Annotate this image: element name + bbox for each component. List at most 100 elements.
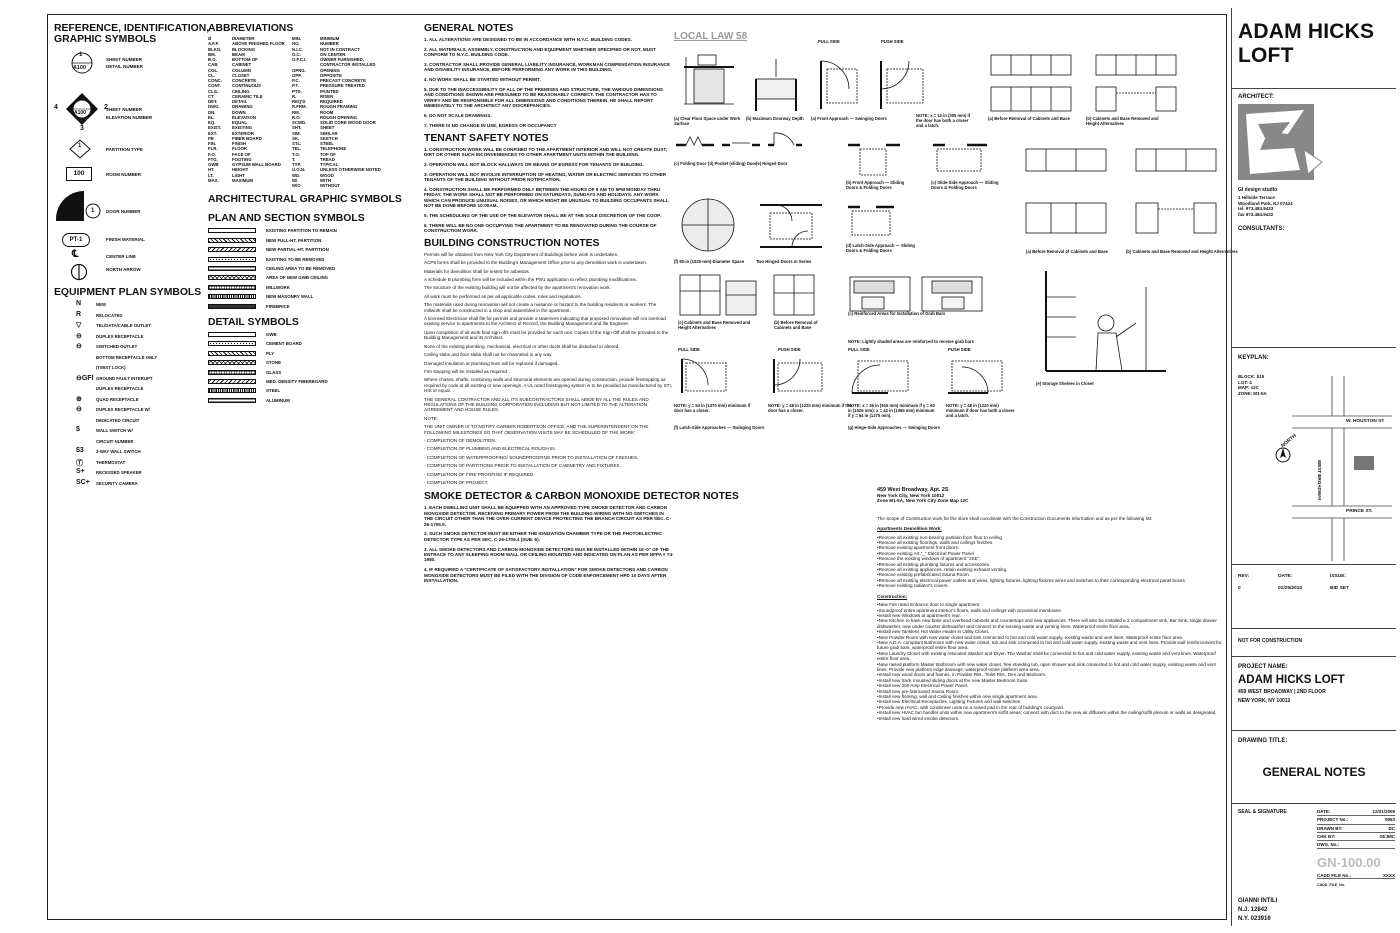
- signer-name: GIANNI INTILI: [1238, 898, 1278, 904]
- abbr-meaning: NOT IN CONTRACT: [320, 46, 360, 52]
- scope-of-work-column: 459 West Broadway, Apt. 2S New York City…: [877, 487, 1222, 721]
- abbr-meaning: EXISTING: [232, 125, 253, 131]
- abbr-meaning: DRAWING: [232, 104, 253, 110]
- legend-row: CEILING AREA TO BE REMOVED: [208, 264, 408, 273]
- abbr-code: CLG.: [208, 88, 219, 94]
- push-side-label: PUSH SIDE: [948, 347, 971, 352]
- caption: (g) Hinge-Side Approaches — Swinging Doo…: [848, 425, 940, 430]
- construction-note: Upon completion of all work final sign-o…: [424, 329, 669, 341]
- construction-note: Fire stopping will be installed as requi…: [424, 368, 509, 374]
- latch-side-approach-diagram: [846, 201, 896, 241]
- note-y-48: NOTE: y = 48 in (1220 mm) minimum if the…: [768, 403, 852, 413]
- demolition-item: •Remove all existing floorings, walls an…: [877, 540, 994, 546]
- abbr-meaning: FOOTING: [232, 156, 252, 162]
- smoke-note: 3. ALL SMOKE DETECTORS AND CARBON MONOXI…: [424, 546, 674, 563]
- abbr-meaning: EXTERIOR: [232, 130, 254, 136]
- abbr-meaning: CONTRACTOR INSTALLED: [320, 62, 376, 68]
- abbr-code: DWG.: [208, 104, 220, 110]
- equipment-label: CIRCUIT NUMBER: [96, 438, 134, 444]
- legend-swatch: [208, 256, 256, 262]
- legend-label: STONE: [266, 360, 282, 366]
- equipment-row: DUPLEX RECEPTACLE: [54, 384, 204, 395]
- meta-label: CHK BY:: [1317, 834, 1336, 840]
- abbr-code: DN.: [208, 109, 216, 115]
- hinge-swing-approach-diagram: [848, 353, 1018, 401]
- abbr-meaning: OPENING: [320, 67, 340, 73]
- smoke-note: 2. SUCH SMOKE DETECTOR MUST BE EITHER TH…: [424, 531, 662, 542]
- caption: (c) Cabinets and Base Removed and Height…: [678, 320, 751, 330]
- abbr-meaning: UNLESS OTHERWISE NOTED: [320, 167, 381, 173]
- door-number-tag: 1: [91, 208, 95, 214]
- legend-label: STEEL: [266, 388, 281, 394]
- revision-cell: 0: [1238, 585, 1241, 591]
- construction-item: •Install new HVAC fan handler units with…: [877, 710, 1217, 716]
- section-marker-tag: 1: [79, 52, 83, 58]
- meta-value: 0953: [1384, 817, 1395, 823]
- equipment-label: DUPLEX RECEPTACLE: [96, 333, 144, 339]
- pull-side-label: PULL SIDE: [848, 347, 870, 352]
- general-note: 6. DO NOT SCALE DRAWINGS.: [424, 113, 492, 119]
- abbr-meaning: COLUMN: [232, 67, 251, 73]
- abbr-code: O.F.C.I.: [292, 57, 307, 62]
- abbr-code: FLR.: [208, 146, 218, 152]
- project-address-2: NEW YORK, NY 10012: [1238, 698, 1291, 704]
- abbr-code: R.FRM.: [292, 104, 307, 110]
- abbr-code: MAX.: [208, 177, 219, 183]
- note-x-36: NOTE: x = 36 in (915 mm) minimum if y = …: [848, 403, 935, 418]
- abbr-meaning: WITHOUT: [320, 183, 341, 188]
- tenant-note: 4. CONSTRUCTION SHALL BE PERFORMED ONLY …: [424, 186, 669, 209]
- construction-note: None of the existing plumbing, mechanica…: [424, 343, 620, 349]
- general-notes-title: GENERAL NOTES: [424, 23, 514, 34]
- construction-note: THE GENERAL CONTRACTOR AND ALL ITS SUBCO…: [424, 396, 649, 413]
- equipment-row: ⊖SWITCHED OUTLET: [54, 342, 204, 353]
- abbr-code: RM.: [292, 109, 300, 115]
- construction-item: •New Fire rated Entrance door to single …: [877, 602, 981, 608]
- legend-label: FIREBRICK: [266, 303, 290, 309]
- abbr-meaning: FACE OF: [232, 151, 251, 157]
- equipment-row: (TWIST LOCK): [54, 363, 204, 374]
- symbol-label: DOOR NUMBER: [106, 209, 141, 214]
- equipment-row: SC+SECURITY CAMERA: [54, 479, 204, 490]
- abbr-code: CONT.: [208, 83, 221, 89]
- legend-swatch: [208, 275, 256, 281]
- grab-note: NOTE: Lightly shaded areas are reinforce…: [848, 339, 974, 344]
- caption: (c) Slide-Side Approach — Sliding Doors …: [931, 180, 999, 190]
- smoke-note: 4. IF REQUIRED A "CERTIFICATE OF SATISFA…: [424, 567, 668, 584]
- equipment-label: DUPLEX RECEPTACLE: [96, 386, 144, 391]
- caption: (b) Cabinets and Base Removed and Height…: [1126, 249, 1238, 254]
- equipment-symbol-icon: SC+: [76, 478, 90, 486]
- legend-label: MILLWORK: [266, 284, 290, 290]
- equipment-label: RELOCATED: [96, 312, 123, 318]
- push-side-label: PUSH SIDE: [778, 347, 801, 352]
- equipment-label: RECESSED SPEAKER: [96, 470, 142, 475]
- site-zone: Zone M1-5A, New York City Zone Map 12C: [877, 498, 969, 504]
- meta-row: DRAWN BY:DC: [1317, 825, 1395, 833]
- legend-row: NEW PARTIAL-HT. PARTITION: [208, 245, 408, 254]
- divider: [1232, 88, 1396, 89]
- front-approach-diagram: [811, 49, 941, 117]
- drawing-title: GENERAL NOTES: [1262, 765, 1366, 779]
- pull-side-label: PULL SIDE: [818, 39, 840, 44]
- abbr-meaning: TREAD: [320, 156, 335, 162]
- legend-row: NEW FULL-HT. PARTITION: [208, 236, 408, 245]
- general-notes-list: 1. ALL ALTERATIONS ARE DESIGNED TO BE IN…: [424, 37, 674, 128]
- meta-row: PROJECT No.:0953: [1317, 816, 1395, 825]
- construction-note: THE UNIT OWNER IS TO NOTIFY GARBER ROBER…: [424, 424, 649, 435]
- building-construction-title: BUILDING CONSTRUCTION NOTES: [424, 237, 600, 249]
- tenant-note: 1. CONSTRUCTION WORK WILL BE CONFINED TO…: [424, 146, 667, 158]
- legend-row: GLASS: [208, 367, 408, 376]
- abbr-meaning: PAINTED: [320, 88, 339, 94]
- doorway-depth-diagram: [746, 49, 806, 117]
- partition-type-icon: [69, 139, 91, 159]
- abbreviations-title: ABBREVIATIONS: [208, 23, 294, 34]
- project-address-1: 459 WEST BROADWAY | 2ND FLOOR: [1238, 689, 1326, 695]
- abbr-meaning: ROUGH FRAMING: [320, 104, 358, 110]
- construction-item: •Install new pre-fabricated Sauna Room.: [877, 688, 960, 694]
- room-number-icon: 100: [66, 167, 92, 181]
- legend-row: ALUMINUM: [208, 396, 408, 405]
- abbr-code: TYP.: [292, 162, 301, 167]
